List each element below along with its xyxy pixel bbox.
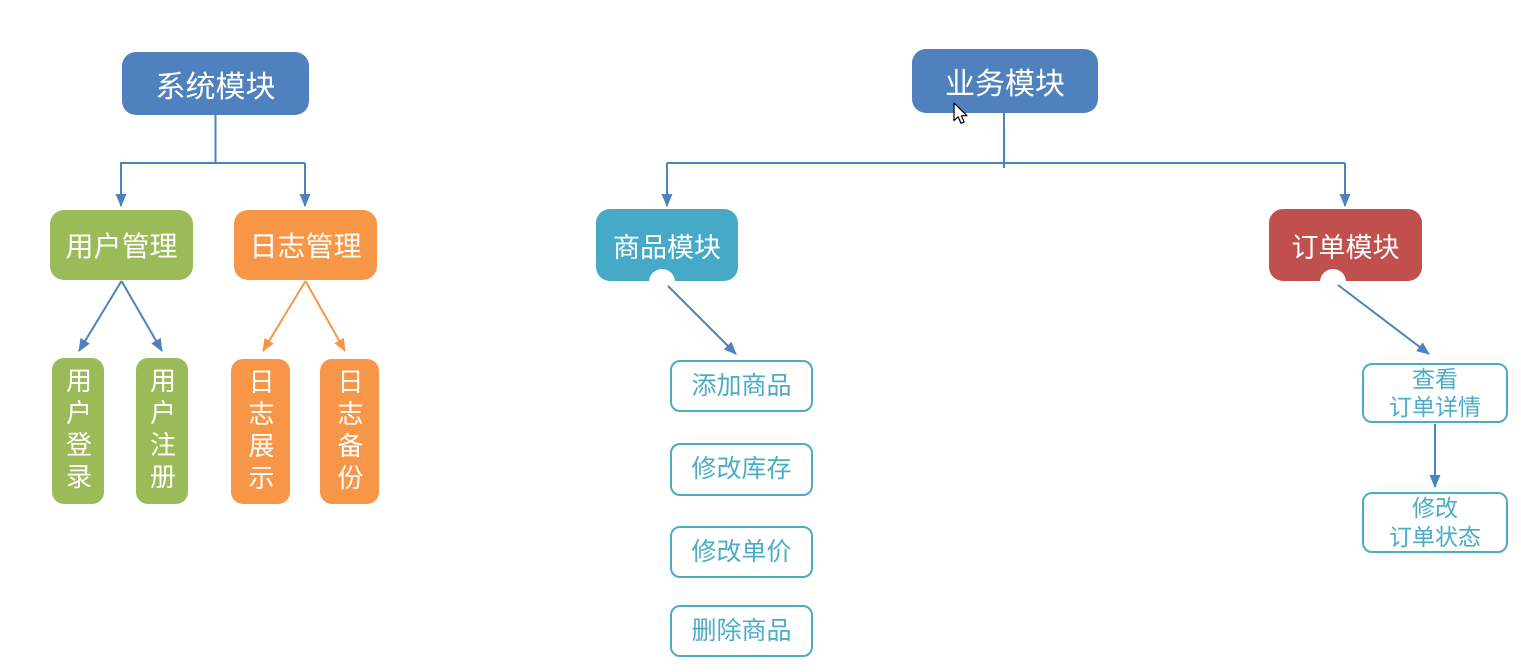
node-order-module: 订单模块	[1269, 209, 1422, 281]
node-view-order-detail: 查看 订单详情	[1362, 363, 1508, 423]
node-log-management: 日志管理	[234, 210, 377, 280]
connector-logmgmt-show	[262, 280, 307, 352]
connector-usermgmt-login	[78, 280, 123, 352]
node-log-display: 日志展示	[231, 359, 290, 504]
node-user-login: 用户登录	[52, 358, 104, 504]
connector-usermgmt-register	[120, 280, 163, 352]
node-modify-price: 修改单价	[670, 526, 813, 578]
node-delete-product: 删除商品	[670, 605, 813, 657]
node-system-module: 系统模块	[122, 52, 309, 115]
connector-order-view	[1337, 284, 1430, 355]
node-goods-module: 商品模块	[596, 209, 738, 281]
node-modify-stock: 修改库存	[670, 443, 813, 496]
connector-goods-add	[667, 285, 737, 355]
node-modify-order-status: 修改 订单状态	[1362, 492, 1508, 553]
node-business-module: 业务模块	[912, 49, 1098, 113]
node-user-register: 用户注册	[136, 358, 188, 504]
node-log-backup: 日志备份	[320, 359, 379, 504]
node-user-management: 用户管理	[50, 210, 193, 280]
node-add-product: 添加商品	[670, 360, 813, 412]
connector-logmgmt-backup	[304, 280, 346, 352]
